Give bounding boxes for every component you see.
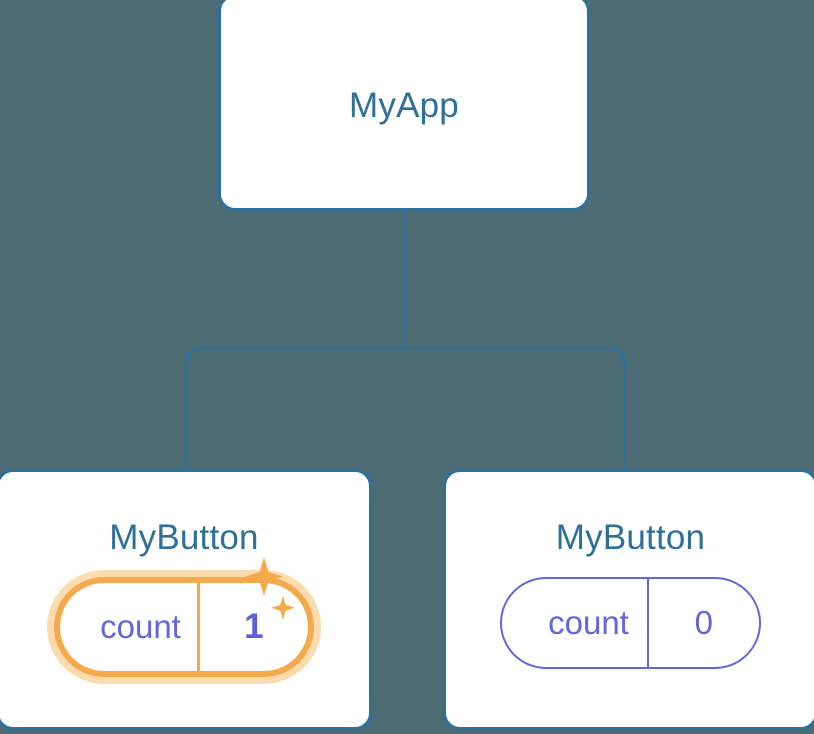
node-mybutton-right[interactable]: MyButton count 0	[443, 469, 814, 730]
state-pill-left-wrap: count 1	[0, 557, 369, 677]
state-pill-right[interactable]: count 0	[500, 577, 761, 669]
node-mybutton-left[interactable]: MyButton count 1	[0, 469, 372, 730]
state-divider-left	[196, 583, 200, 671]
node-myapp[interactable]: MyApp	[218, 0, 590, 211]
state-value-left: 1	[244, 607, 264, 646]
state-pill-right-wrap: count 0	[446, 577, 814, 669]
node-mybutton-right-title: MyButton	[555, 518, 706, 557]
connector-children-bus	[185, 347, 626, 472]
state-key-left: count	[100, 608, 181, 645]
state-pill-left[interactable]: count 1	[54, 577, 314, 677]
node-myapp-title: MyApp	[349, 86, 459, 125]
node-mybutton-left-title: MyButton	[109, 518, 259, 557]
state-key-right: count	[548, 604, 629, 641]
state-value-right: 0	[694, 604, 714, 641]
state-divider-right	[646, 579, 649, 667]
